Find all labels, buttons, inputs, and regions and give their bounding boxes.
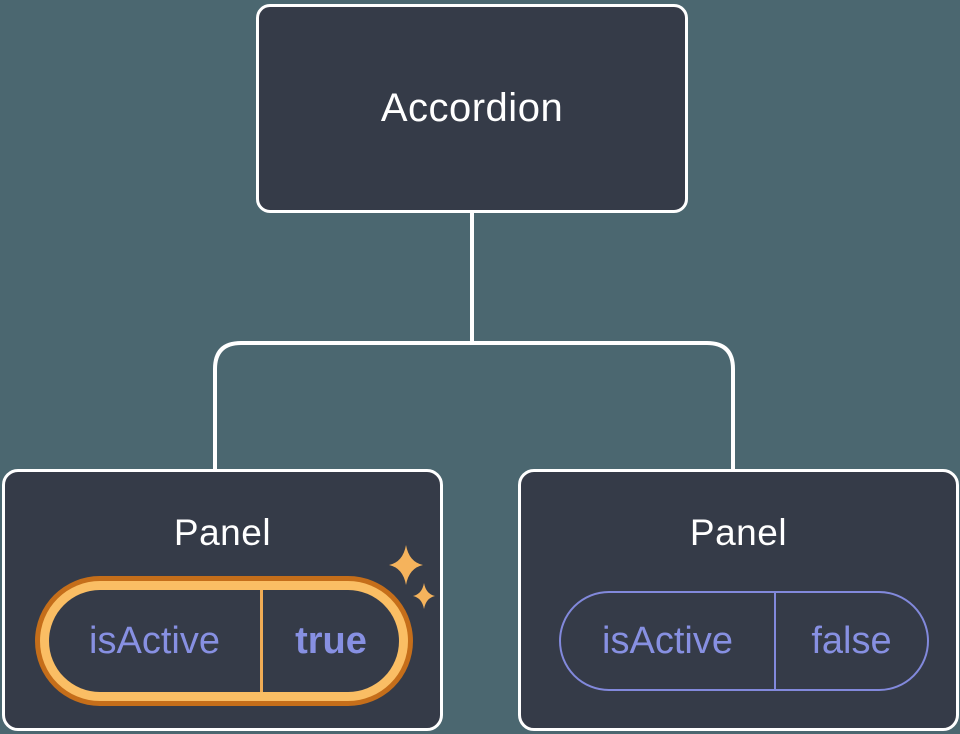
state-pill-highlighted: isActive true: [35, 576, 413, 706]
state-key: isActive: [89, 619, 220, 662]
state-pill: isActive false: [559, 591, 929, 691]
node-panel-right: Panel isActive false: [518, 469, 959, 731]
state-value: true: [295, 619, 367, 662]
state-pill-body: isActive true: [49, 590, 399, 692]
state-value: false: [811, 619, 892, 662]
node-accordion: Accordion: [256, 4, 688, 213]
state-pill-gold-ring: isActive true: [40, 581, 408, 701]
sparkle-icon: [389, 545, 435, 609]
pill-divider: [260, 590, 263, 692]
state-key: isActive: [602, 619, 733, 662]
node-panel-left-label: Panel: [173, 512, 272, 553]
pill-divider: [774, 593, 776, 689]
node-panel-right-label: Panel: [689, 512, 788, 553]
node-accordion-label: Accordion: [380, 86, 564, 130]
node-panel-left: Panel isActive true: [2, 469, 443, 731]
